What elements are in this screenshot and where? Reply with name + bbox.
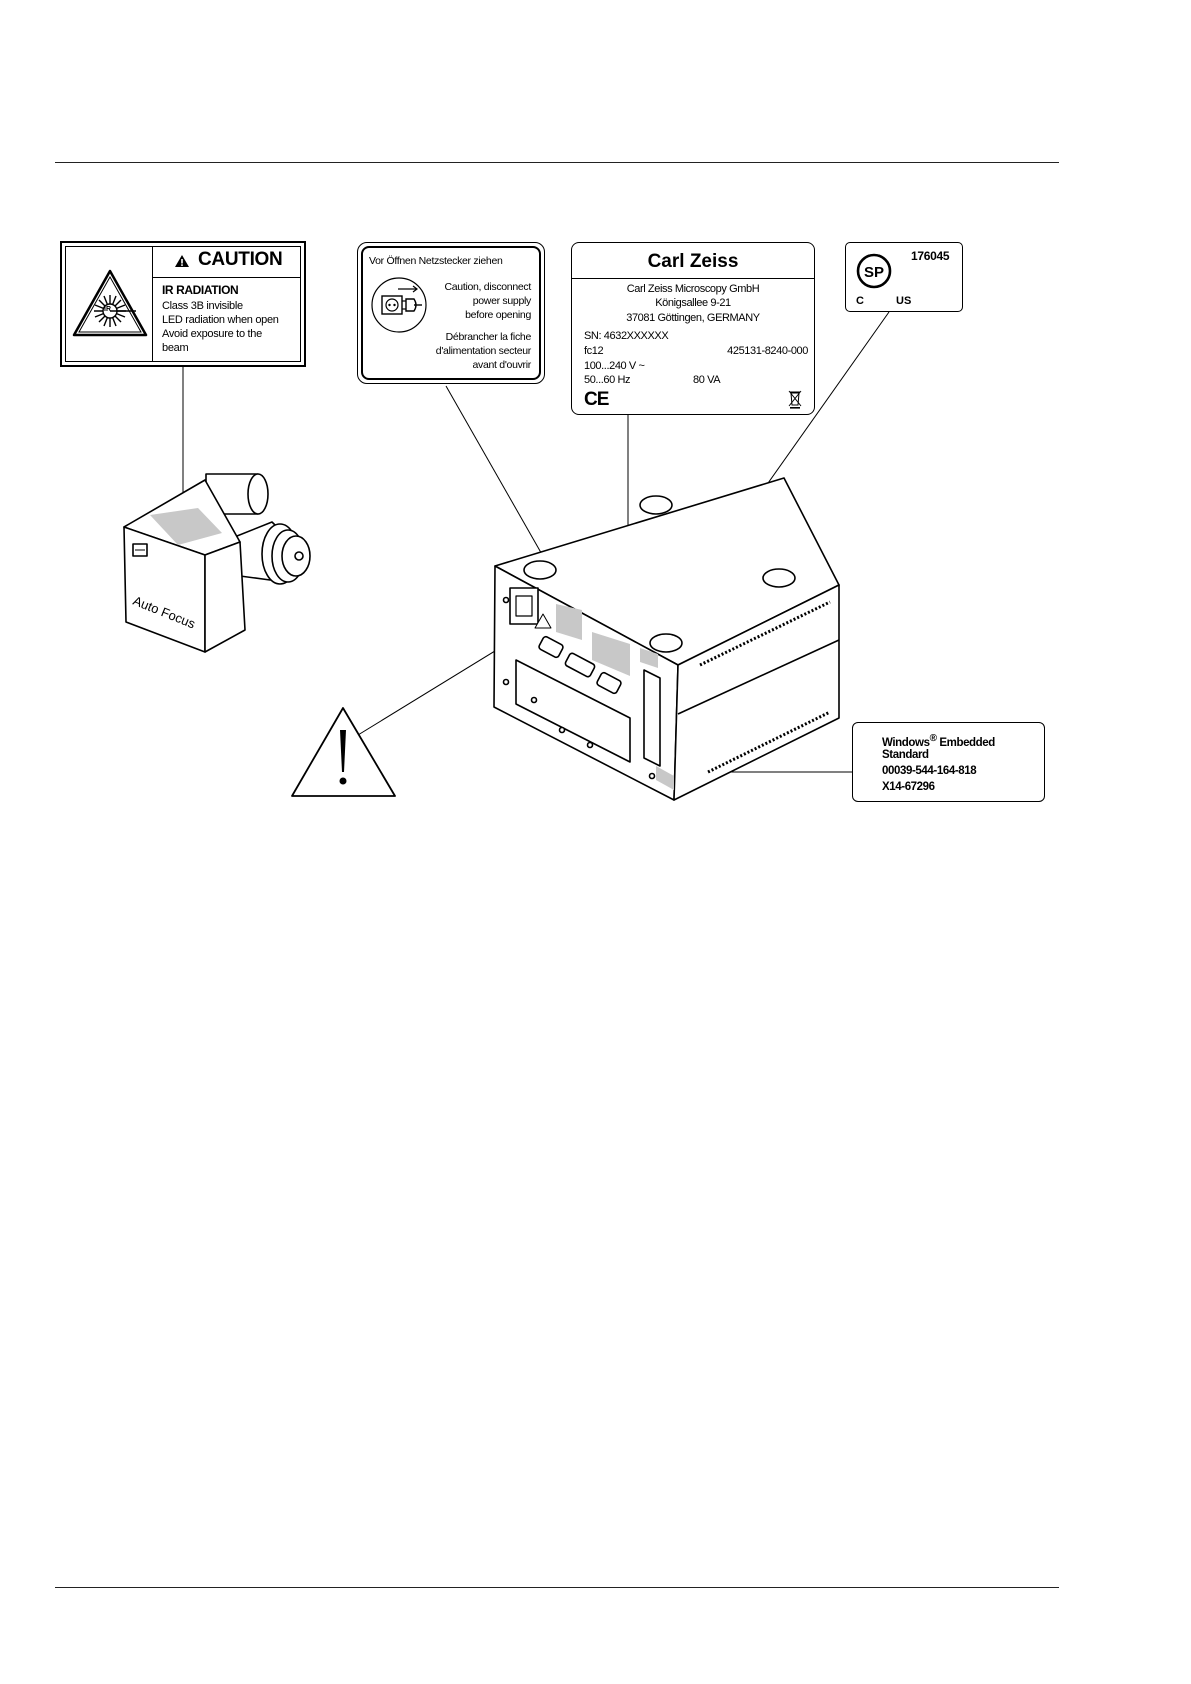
windows-line4: X14-67296: [882, 781, 935, 793]
windows-line1-a: Windows: [882, 736, 930, 749]
laser-heading: CAUTION: [198, 249, 283, 270]
power-inlet-inner: [515, 595, 533, 617]
header-rule: [55, 162, 1059, 163]
weee-bin-icon: [788, 390, 802, 409]
device-side: [673, 584, 840, 801]
module-label-area: [150, 508, 222, 545]
laser-line4: Avoid exposure to the: [162, 328, 262, 340]
windows-reg: ®: [929, 733, 937, 744]
laser-label-inner: [65, 246, 301, 362]
top-foot-1: [639, 495, 673, 515]
connector-2: [564, 652, 596, 678]
csa-label: SP 176045 C US: [845, 242, 963, 312]
rating-street: Königsallee 9-21: [655, 297, 731, 309]
device-label-area-4: [656, 766, 674, 790]
rating-sn: SN: 4632XXXXXX: [584, 330, 669, 342]
power-line7: avant d'ouvrir: [472, 359, 531, 371]
unplug-icon: [371, 277, 427, 333]
autofocus-module: [123, 473, 311, 653]
laser-line5: beam: [162, 342, 189, 354]
windows-line1-b: Embedded: [939, 736, 995, 749]
svg-text:SP: SP: [864, 264, 884, 281]
rating-company: Carl Zeiss Microscopy GmbH: [626, 283, 760, 295]
laser-starburst-icon: [72, 269, 148, 337]
power-line4: before opening: [465, 309, 531, 321]
rating-voltage: 100...240 V ~: [584, 360, 645, 372]
rating-city: 37081 Göttingen, GERMANY: [626, 312, 760, 324]
warning-triangle-icon: [291, 707, 396, 797]
device-label-area-3: [640, 648, 658, 668]
connector-1: [538, 635, 564, 659]
laser-line3: LED radiation when open: [162, 314, 279, 326]
device-label-area-1: [556, 604, 582, 640]
power-line1: Vor Öffnen Netzstecker ziehen: [369, 255, 503, 267]
power-line2: Caution, disconnect: [444, 281, 531, 293]
warning-triangle-small-icon: [175, 255, 189, 267]
power-line6: d'alimentation secteur: [435, 345, 532, 357]
connector-3: [596, 671, 622, 695]
rating-frequency: 50...60 Hz: [584, 374, 631, 386]
main-device: [493, 477, 840, 801]
laser-line2: Class 3B invisible: [162, 300, 243, 312]
expansion-slots: [643, 669, 661, 767]
rating-power: 80 VA: [693, 374, 721, 386]
laser-line1: IR RADIATION: [162, 283, 239, 297]
top-foot-2: [523, 560, 557, 580]
power-disconnect-label: Vor Öffnen Netzstecker ziehen Caution, d…: [357, 242, 545, 384]
side-line: [677, 639, 840, 715]
device-label-area-2: [592, 632, 630, 676]
power-line5: Débrancher la fiche: [445, 331, 532, 343]
top-foot-3: [762, 568, 796, 588]
rating-model: fc12: [584, 345, 604, 357]
side-vent: [699, 600, 831, 774]
rating-plate-label: Carl Zeiss Carl Zeiss Microscopy GmbH Kö…: [571, 242, 815, 415]
windows-line1: Windows® Embedded: [882, 733, 995, 749]
windows-label: Windows® Embedded Standard 00039-544-164…: [852, 722, 1045, 802]
csa-logo-icon: SP: [856, 253, 892, 289]
footer-rule: [55, 1587, 1059, 1588]
laser-symbol-text: IR: [104, 306, 111, 313]
laser-caution-label: IR CAUTION IR RADIATION Class 3B invisib…: [60, 241, 306, 367]
top-foot-4: [649, 633, 683, 653]
rating-brand: Carl Zeiss: [647, 251, 739, 272]
csa-right: US: [896, 295, 912, 307]
windows-line3: 00039-544-164-818: [882, 765, 977, 777]
optic-center: [294, 551, 304, 561]
knurled-ring: [247, 473, 269, 515]
lower-plate: [515, 659, 631, 763]
ce-mark-icon: CE: [584, 389, 609, 410]
csa-number: 176045: [911, 249, 950, 263]
rating-part-no: 425131-8240-000: [727, 345, 808, 357]
device-warning-triangle: [534, 613, 552, 629]
module-side: [204, 541, 246, 653]
windows-line2: Standard: [882, 749, 929, 761]
power-line3: power supply: [472, 295, 532, 307]
csa-left: C: [856, 295, 864, 307]
